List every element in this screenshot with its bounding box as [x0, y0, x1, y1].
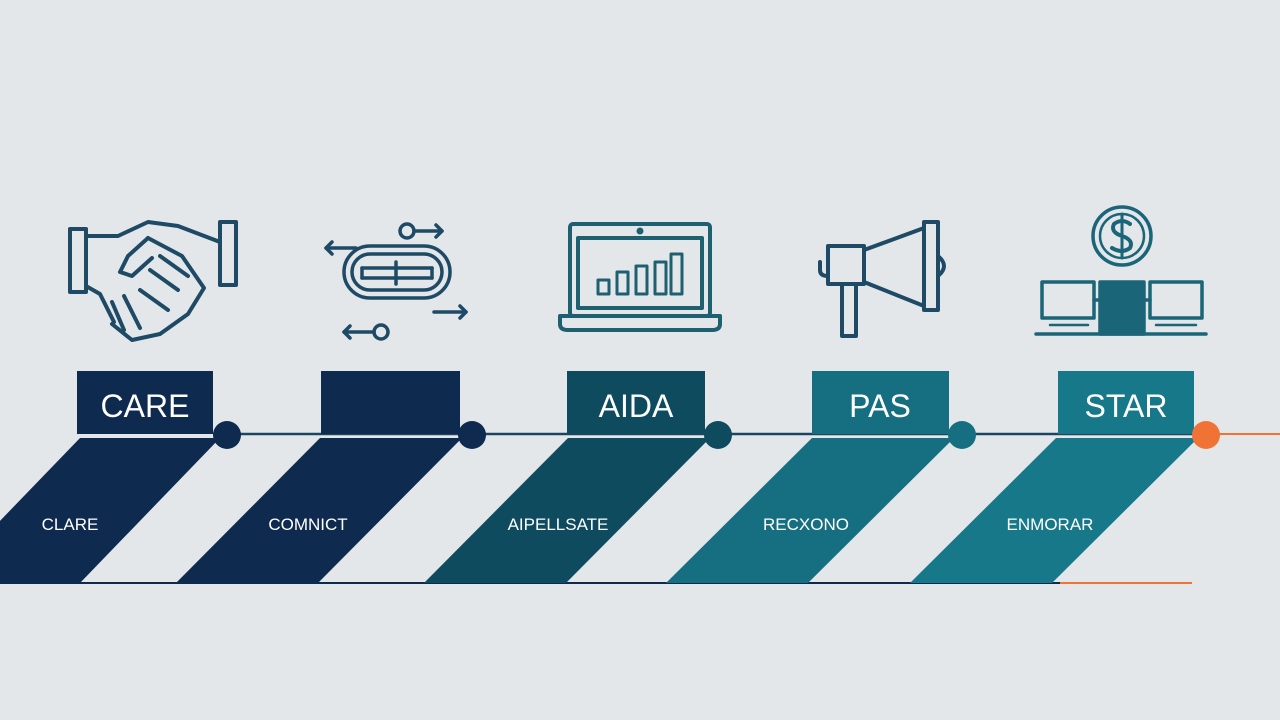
- timeline-node-3: [704, 421, 732, 449]
- band-label-3: AIPELLSATE: [508, 515, 609, 534]
- step-2: COMNICT: [176, 222, 486, 583]
- band-3: [424, 438, 710, 583]
- band-label-2: COMNICT: [268, 515, 347, 534]
- timeline-node-2: [458, 421, 486, 449]
- box-label-3: AIDA: [599, 388, 674, 424]
- band-1: [0, 438, 220, 583]
- band-2: [176, 438, 462, 583]
- step-5: STAR ENMORAR: [910, 205, 1220, 583]
- band-label-1: CLARE: [42, 515, 99, 534]
- label-box-2: [321, 371, 460, 434]
- band-label-5: ENMORAR: [1007, 515, 1094, 534]
- label-box-3: [567, 371, 705, 434]
- step-4: PAS RECXONO: [666, 220, 976, 583]
- label-box-1: [77, 371, 213, 434]
- box-label-1: CARE: [101, 388, 190, 424]
- megaphone-icon: [818, 220, 946, 338]
- handshake-icon: [68, 220, 238, 342]
- dollar-network-icon: [1034, 205, 1208, 336]
- label-box-5: [1058, 371, 1194, 434]
- step-1: CARE CLARE: [0, 220, 241, 583]
- band-4: [666, 438, 954, 583]
- timeline-node-5: [1192, 421, 1220, 449]
- box-label-5: STAR: [1085, 388, 1168, 424]
- laptop-chart-icon: [558, 222, 722, 332]
- timeline-node-4: [948, 421, 976, 449]
- band-5: [910, 438, 1198, 583]
- step-3: AIDA AIPELLSATE: [424, 222, 732, 583]
- label-box-4: [812, 371, 949, 434]
- arrow-flow-icon: [324, 222, 468, 341]
- timeline-node-1: [213, 421, 241, 449]
- band-label-4: RECXONO: [763, 515, 849, 534]
- box-label-4: PAS: [849, 388, 911, 424]
